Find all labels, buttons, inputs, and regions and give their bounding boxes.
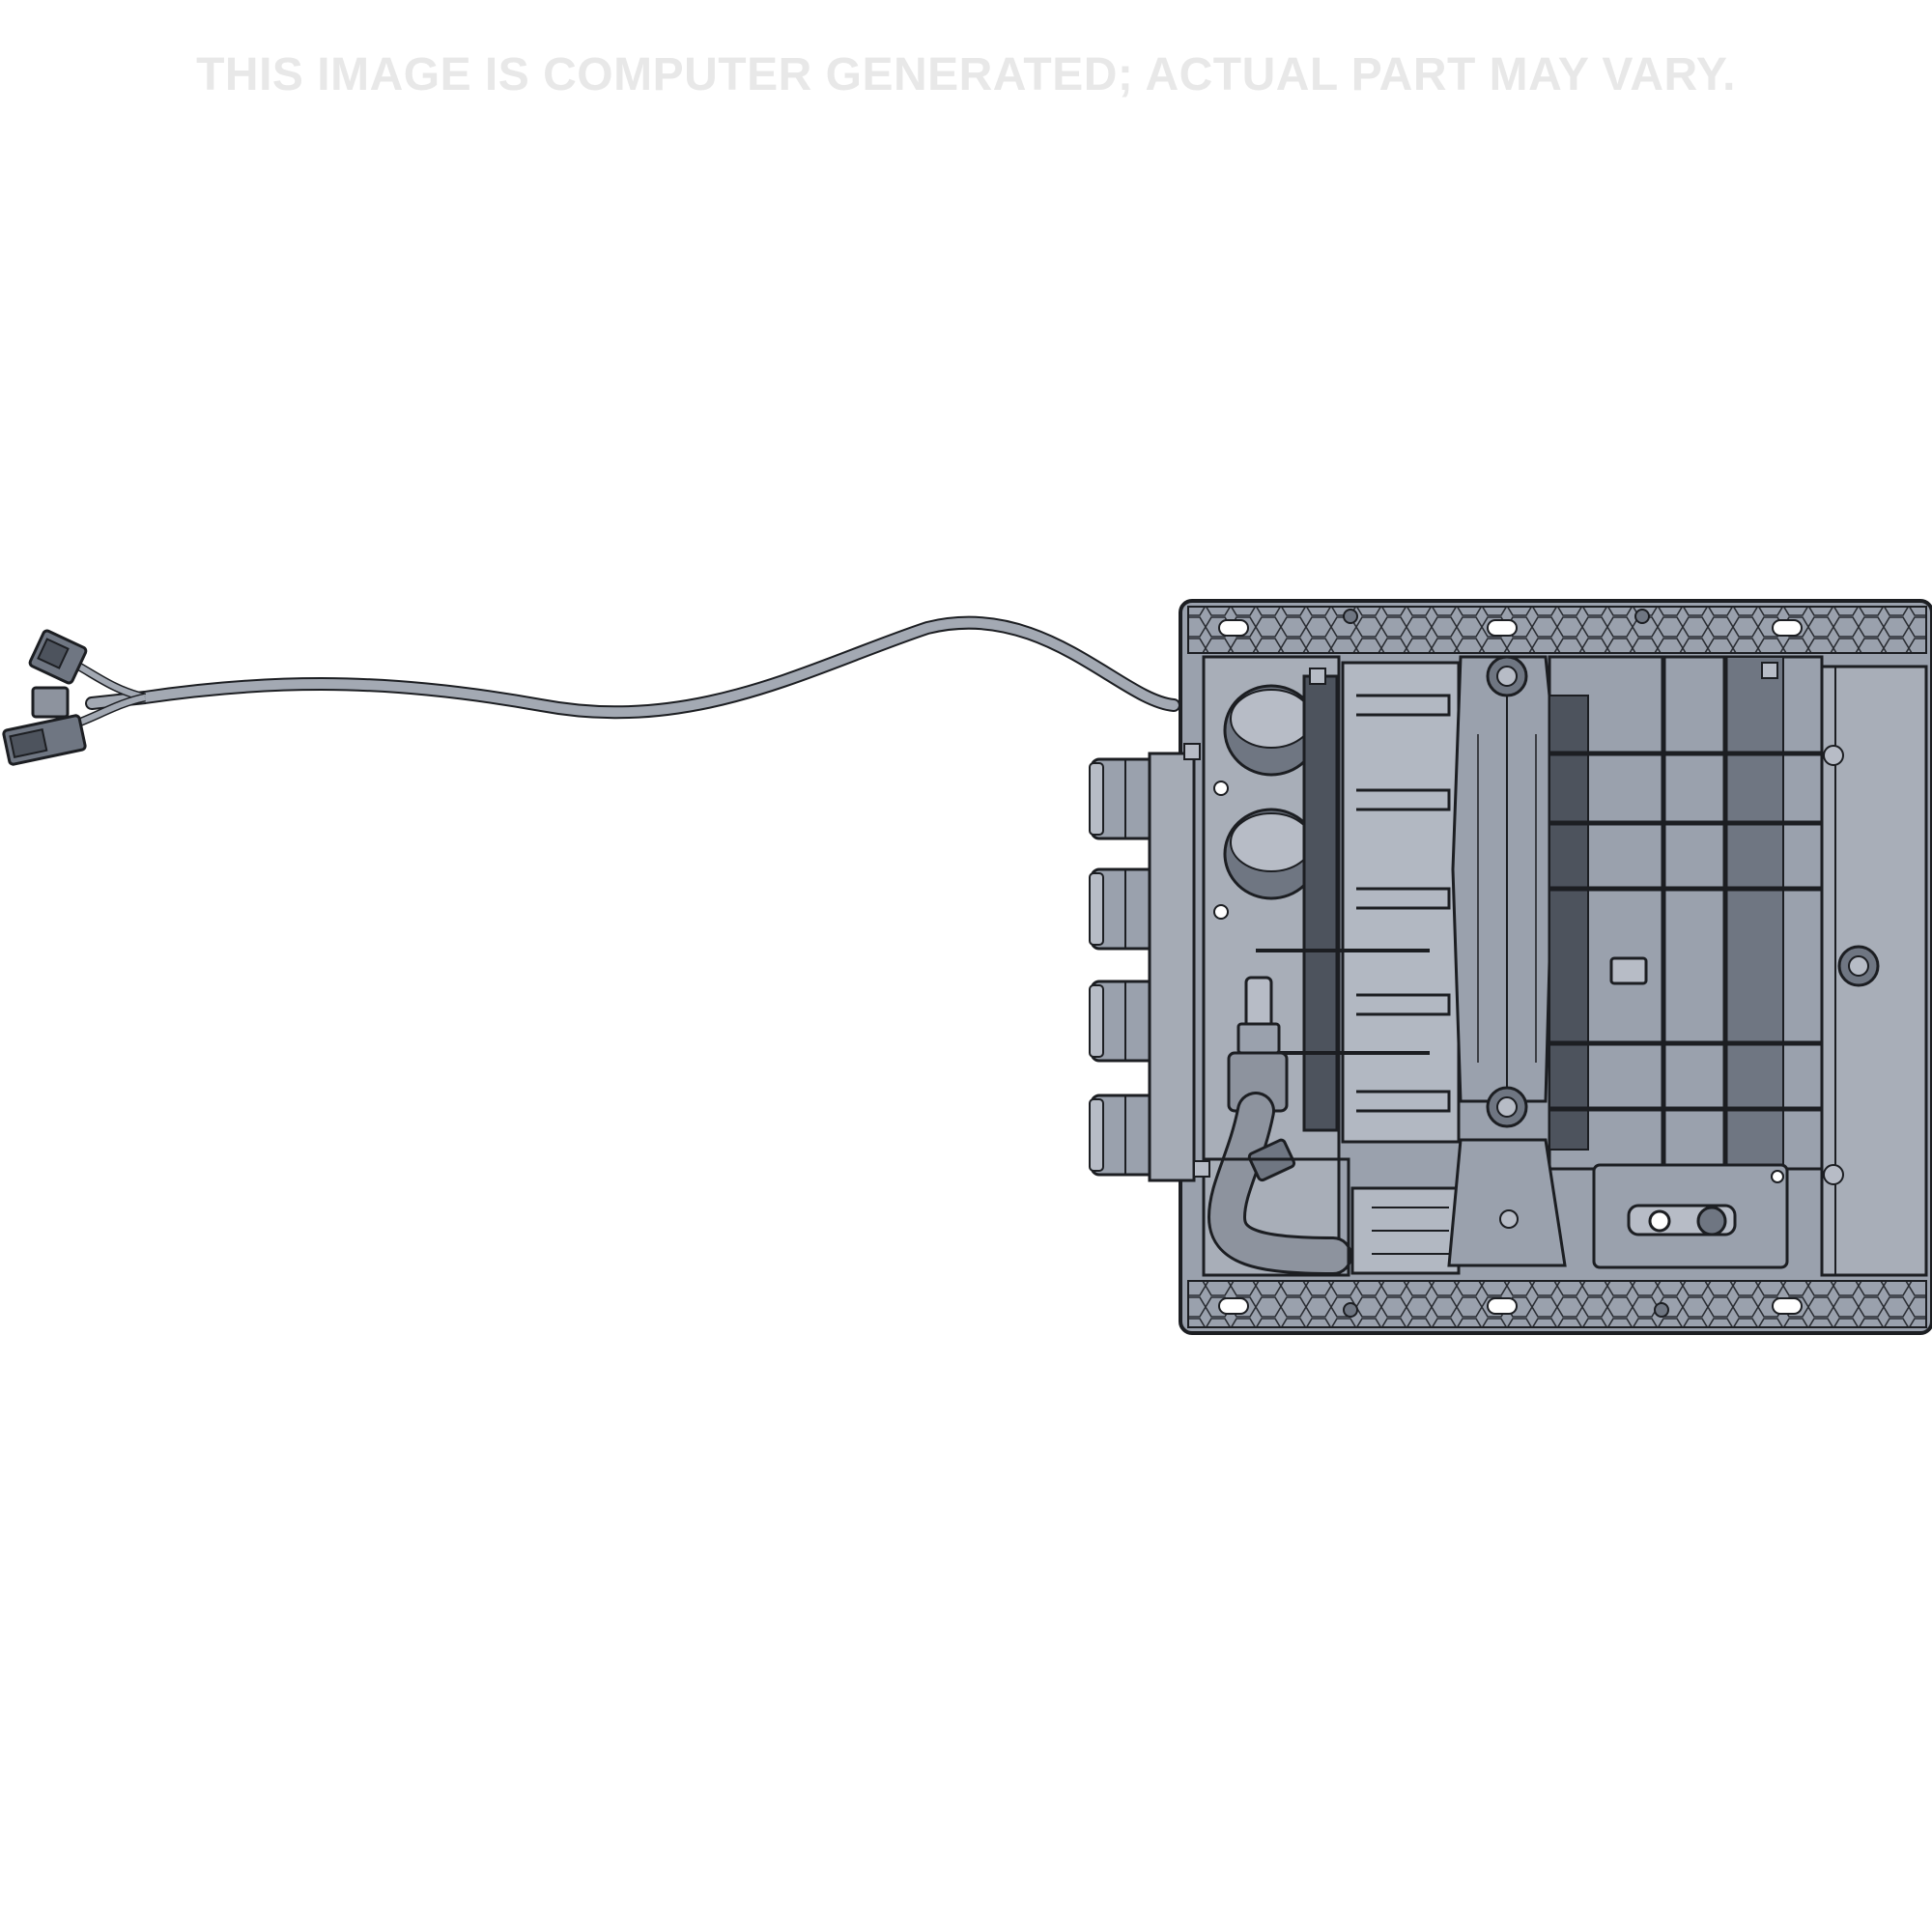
evaporator-core bbox=[1341, 661, 1461, 1144]
filter-grid bbox=[1548, 655, 1824, 1171]
expansion-valve bbox=[1592, 1163, 1789, 1269]
right-end-panel bbox=[1820, 665, 1928, 1277]
mounting-flange-bottom bbox=[1187, 1280, 1927, 1328]
duct-outlet-upper bbox=[1223, 684, 1320, 777]
water-valve bbox=[1207, 976, 1352, 1275]
connector-plug-bottom bbox=[2, 714, 87, 766]
blower-housing bbox=[1451, 655, 1557, 1128]
mounting-flange-top bbox=[1187, 606, 1927, 654]
connector-plug-top bbox=[28, 629, 88, 685]
connector-plug-middle bbox=[31, 686, 70, 719]
disclaimer-watermark: THIS IMAGE IS COMPUTER GENERATED; ACTUAL… bbox=[196, 49, 1736, 100]
hvac-unit-housing bbox=[1148, 599, 1932, 1335]
mounting-holes bbox=[1218, 609, 1803, 1318]
duct-outlet-lower bbox=[1223, 808, 1320, 900]
wire-harness bbox=[2, 615, 1180, 766]
harness-cable bbox=[85, 615, 1180, 720]
heater-core bbox=[1302, 674, 1339, 1132]
